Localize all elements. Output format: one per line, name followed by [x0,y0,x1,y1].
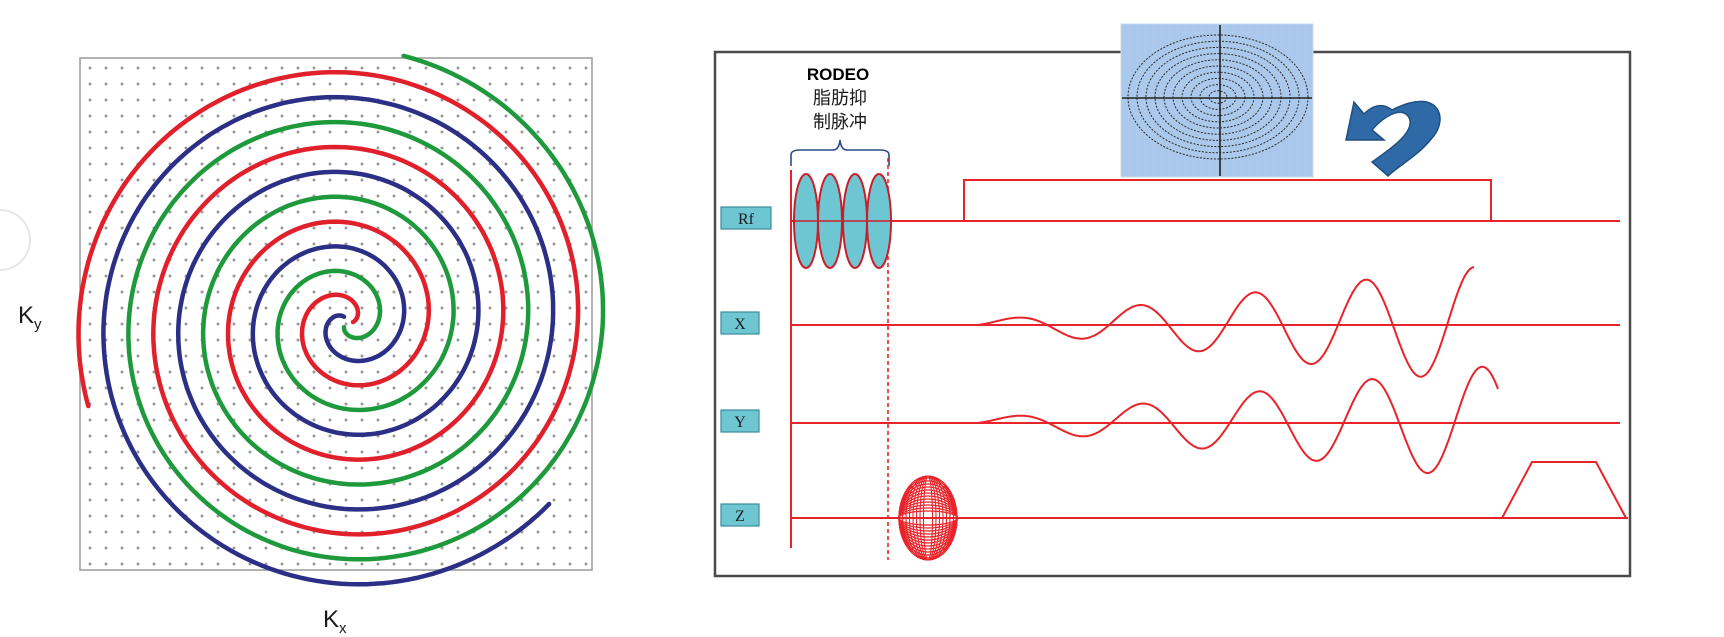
rf-acquisition-window [963,179,1492,221]
spiral-interleave-3 [126,53,606,562]
channel-label-y: Y [720,409,760,433]
z-trapezoid-gradient [1501,461,1627,519]
kspace-grid-dots [88,66,588,566]
y-oscillating-gradient [977,365,1499,475]
spiral-interleave-2 [101,94,556,587]
pulse-brace [790,139,890,166]
kspace-inset [1120,23,1314,178]
edge-artifact [0,209,31,271]
x-gradient [791,266,1620,378]
y-gradient [791,365,1620,475]
kspace-spirals [76,53,606,587]
channel-label-x: X [720,311,760,335]
sequence-panel: RODEO 脂肪抑 制脉冲 Rf X Y Z [713,23,1632,578]
kx-axis-label: Kx [323,606,347,637]
kspace-panel: Ky Kx [18,53,606,637]
channel-label-z: Z [720,503,760,527]
z-spoiler-gradient [898,475,958,561]
rf-waveform [791,173,1620,269]
channel-label-rf: Rf [720,206,772,230]
svg-text:X: X [734,316,746,333]
inset-spiral-rings [1127,34,1309,160]
x-oscillating-gradient [977,266,1475,378]
svg-text:Rf: Rf [738,211,755,228]
curved-return-arrow-icon [1345,100,1441,178]
svg-text:Z: Z [735,508,745,525]
spiral-interleave-1 [76,69,581,537]
pulse-title: RODEO [807,65,869,84]
ky-axis-label: Ky [18,302,42,333]
pulse-caption-line1: 脂肪抑 [813,88,867,109]
pulse-caption-line2: 制脉冲 [813,112,867,133]
svg-text:Y: Y [734,414,746,431]
z-gradient [791,461,1628,561]
